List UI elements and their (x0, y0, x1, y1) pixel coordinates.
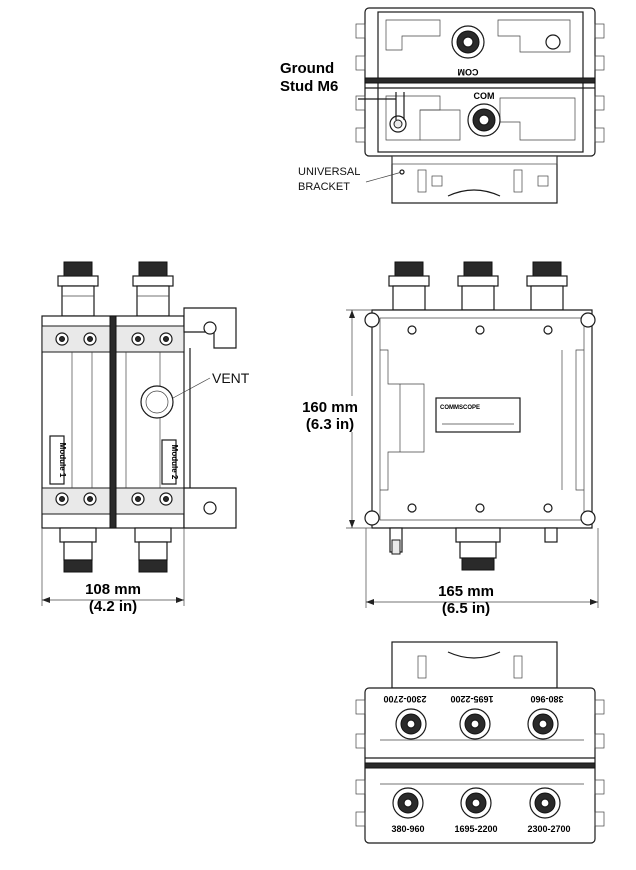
com-label: COM (474, 91, 495, 101)
brand-logo: COMMSCOPE (440, 405, 480, 411)
ground-stud-label-line1: Ground (280, 60, 334, 77)
bottom-port-bottom-3 (529, 787, 561, 819)
bottom-port-top-1 (395, 708, 427, 740)
bottom-port-label-bottom-1: 380-960 (391, 824, 424, 834)
front-connector-top-1 (388, 261, 430, 311)
side-connector-top-left (57, 261, 99, 317)
bottom-port-bottom-2 (460, 787, 492, 819)
bottom-port-bottom-1 (392, 787, 424, 819)
bracket-label-line2: BRACKET (298, 181, 350, 193)
bottom-port-label-bottom-2: 1695-2200 (454, 824, 497, 834)
bracket-label-line1: UNIVERSAL (298, 166, 360, 178)
bottom-port-label-top-3: 380-960 (530, 694, 563, 704)
front-height-mm: 160 mm (302, 399, 358, 416)
front-width-in: (6.5 in) (442, 600, 490, 617)
side-connector-top-right (132, 261, 174, 317)
front-connector-bottom (455, 527, 501, 571)
side-width-in: (4.2 in) (89, 598, 137, 615)
com-mirrored-label: COM (458, 67, 479, 77)
bottom-port-label-top-2: 1695-2200 (450, 694, 493, 704)
bottom-port-top-3 (527, 708, 559, 740)
ground-stud-label-line2: Stud M6 (280, 78, 338, 95)
front-height-in: (6.3 in) (306, 416, 354, 433)
vent-label: VENT (212, 370, 250, 386)
module2-label: Module 2 (170, 445, 179, 480)
front-width-mm: 165 mm (438, 583, 494, 600)
front-view: COMMSCOPE 160 mm (6.3 in) 165 mm (6.5 in… (294, 261, 599, 617)
side-view: VENT Module 1 Module 2 108 mm (4.2 in) (41, 261, 250, 615)
module1-label: Module 1 (58, 443, 67, 478)
side-connector-bottom-left (59, 527, 97, 573)
side-width-mm: 108 mm (85, 581, 141, 598)
bottom-port-label-bottom-3: 2300-2700 (527, 824, 570, 834)
bottom-view: 2300-2700 1695-2200 380-960 380-960 1695… (355, 641, 605, 844)
side-connector-bottom-right (134, 527, 172, 573)
top-view: Ground Stud M6 COM COM UNIVERSAL BRACKET (280, 7, 605, 204)
bottom-port-label-top-1: 2300-2700 (383, 694, 426, 704)
bottom-port-top-2 (459, 708, 491, 740)
front-connector-top-2 (457, 261, 499, 311)
front-connector-top-3 (526, 261, 568, 311)
brand-plate (435, 397, 521, 433)
